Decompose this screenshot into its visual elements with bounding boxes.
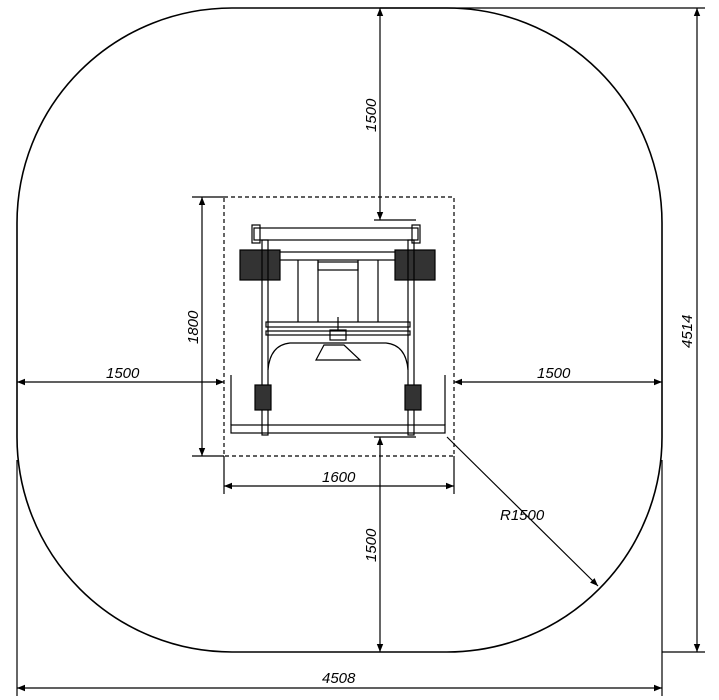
dim-overall-height: 4514 (679, 315, 696, 348)
dim-equipment-depth: 1800 (185, 310, 202, 344)
equipment-footprint (223, 196, 455, 457)
dim-top-clearance: 1500 (363, 98, 380, 132)
dim-bottom-clearance: 1500 (363, 528, 380, 562)
dim-corner-radius: R1500 (500, 507, 545, 524)
dim-equipment-width: 1600 (322, 469, 356, 486)
equipment (230, 224, 446, 436)
dim-right-clearance: 1500 (537, 365, 571, 382)
dimension-lines (16, 7, 705, 696)
dim-overall-width: 4508 (322, 670, 356, 687)
safety-zone-outline (16, 7, 663, 653)
dim-left-clearance: 1500 (106, 365, 140, 382)
